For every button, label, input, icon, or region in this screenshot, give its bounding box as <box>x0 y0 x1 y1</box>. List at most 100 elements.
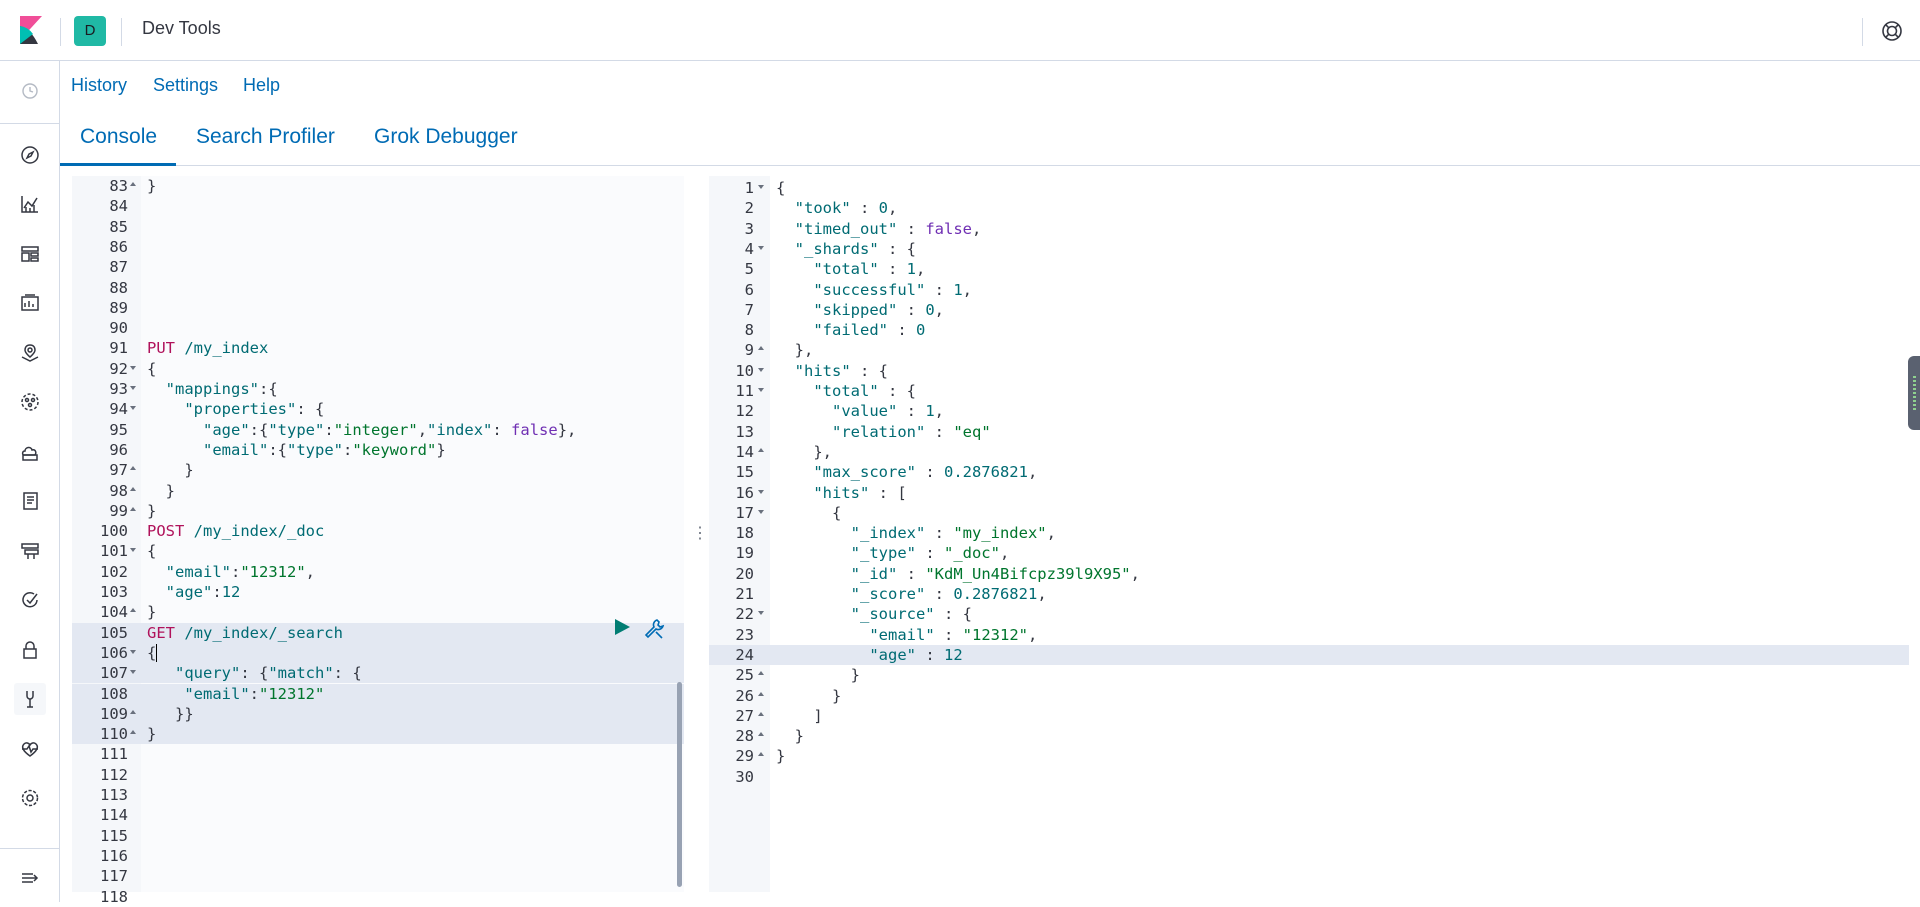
editor-scrollbar[interactable] <box>677 682 682 887</box>
response-line[interactable]: 13 "relation" : "eq" <box>709 422 1909 442</box>
fold-close-icon[interactable] <box>130 182 136 186</box>
request-line[interactable]: 94 "properties": { <box>72 399 684 419</box>
request-line[interactable]: 98 } <box>72 481 684 501</box>
response-line[interactable]: 16 "hits" : [ <box>709 483 1909 503</box>
logs-icon[interactable] <box>14 485 46 517</box>
fold-close-icon[interactable] <box>130 730 136 735</box>
apm-icon[interactable] <box>14 535 46 567</box>
response-line[interactable]: 7 "skipped" : 0, <box>709 300 1909 320</box>
collapse-menu-icon[interactable] <box>14 862 46 894</box>
request-line[interactable]: 106{ <box>72 642 684 663</box>
request-line[interactable]: 108 "email":"12312" <box>72 683 684 704</box>
fold-open-icon[interactable] <box>130 406 136 411</box>
response-line[interactable]: 28 } <box>709 726 1909 746</box>
response-line[interactable]: 11 "total" : { <box>709 381 1909 401</box>
response-output[interactable]: 1{2 "took" : 0,3 "timed_out" : false,4 "… <box>709 176 1909 892</box>
request-line[interactable]: 89 <box>72 298 684 318</box>
fold-close-icon[interactable] <box>758 447 764 452</box>
response-line[interactable]: 27 ] <box>709 706 1909 726</box>
discover-icon[interactable] <box>14 139 46 171</box>
response-line[interactable]: 30 <box>709 767 1909 787</box>
fold-close-icon[interactable] <box>130 709 136 714</box>
request-line[interactable]: 85 <box>72 217 684 237</box>
request-line[interactable]: 101{ <box>72 541 684 561</box>
fold-open-icon[interactable] <box>758 388 764 392</box>
fold-open-icon[interactable] <box>130 670 136 675</box>
request-line[interactable]: 112 <box>72 765 684 785</box>
request-line[interactable]: 99} <box>72 501 684 521</box>
management-icon[interactable] <box>14 782 46 814</box>
request-line[interactable]: 87 <box>72 257 684 277</box>
request-line[interactable]: 111 <box>72 744 684 764</box>
request-line[interactable]: 83} <box>72 176 684 196</box>
response-line[interactable]: 17 { <box>709 503 1909 523</box>
panel-resizer-handle[interactable]: ⋮ <box>692 525 708 542</box>
monitoring-icon[interactable] <box>14 733 46 765</box>
fold-close-icon[interactable] <box>758 346 764 351</box>
fold-close-icon[interactable] <box>758 711 764 716</box>
request-line[interactable]: 117 <box>72 866 684 886</box>
fold-close-icon[interactable] <box>758 691 764 696</box>
request-line[interactable]: 97 } <box>72 460 684 480</box>
request-line[interactable]: 84 <box>72 196 684 216</box>
settings-link[interactable]: Settings <box>153 75 219 95</box>
response-line[interactable]: 1{ <box>709 178 1909 198</box>
dev-tools-icon[interactable] <box>14 683 46 715</box>
response-line[interactable]: 3 "timed_out" : false, <box>709 219 1909 239</box>
response-line[interactable]: 5 "total" : 1, <box>709 259 1909 279</box>
response-line[interactable]: 25 } <box>709 665 1909 685</box>
request-line[interactable]: 86 <box>72 237 684 257</box>
tab-console[interactable]: Console <box>80 125 158 148</box>
response-line[interactable]: 4 "_shards" : { <box>709 239 1909 259</box>
request-line[interactable]: 92{ <box>72 359 684 379</box>
machine-learning-icon[interactable] <box>14 386 46 418</box>
canvas-icon[interactable] <box>14 287 46 319</box>
request-actions-wrench-icon[interactable] <box>643 617 665 639</box>
request-line[interactable]: 103 "age":12 <box>72 582 684 602</box>
fold-close-icon[interactable] <box>758 752 764 757</box>
side-widget-tab[interactable] <box>1908 356 1920 430</box>
fold-close-icon[interactable] <box>130 486 136 491</box>
fold-open-icon[interactable] <box>758 367 764 372</box>
response-line[interactable]: 21 "_score" : 0.2876821, <box>709 584 1909 604</box>
help-link[interactable]: Help <box>243 75 281 95</box>
kibana-logo-icon[interactable] <box>14 14 46 46</box>
response-line[interactable]: 23 "email" : "12312", <box>709 625 1909 645</box>
response-line[interactable]: 26 } <box>709 686 1909 706</box>
response-line[interactable]: 2 "took" : 0, <box>709 198 1909 218</box>
response-line[interactable]: 19 "_type" : "_doc", <box>709 543 1909 563</box>
send-request-icon[interactable] <box>612 617 632 637</box>
tab-grok-debugger[interactable]: Grok Debugger <box>374 125 518 148</box>
request-line[interactable]: 114 <box>72 805 684 825</box>
response-line[interactable]: 29} <box>709 746 1909 766</box>
help-icon[interactable] <box>1878 17 1906 45</box>
request-line[interactable]: 90 <box>72 318 684 338</box>
tab-search-profiler[interactable]: Search Profiler <box>196 125 335 148</box>
response-line[interactable]: 8 "failed" : 0 <box>709 320 1909 340</box>
request-line[interactable]: 107 "query": {"match": { <box>72 663 684 684</box>
fold-open-icon[interactable] <box>758 245 764 250</box>
fold-close-icon[interactable] <box>758 732 764 737</box>
request-line[interactable]: 88 <box>72 278 684 298</box>
request-line[interactable]: 104} <box>72 602 684 622</box>
response-line[interactable]: 12 "value" : 1, <box>709 401 1909 421</box>
uptime-icon[interactable] <box>14 584 46 616</box>
fold-open-icon[interactable] <box>758 185 764 189</box>
history-link[interactable]: History <box>71 75 128 95</box>
response-line[interactable]: 22 "_source" : { <box>709 604 1909 624</box>
request-line[interactable]: 115 <box>72 826 684 846</box>
fold-open-icon[interactable] <box>130 386 136 390</box>
response-line[interactable]: 10 "hits" : { <box>709 361 1909 381</box>
response-line[interactable]: 9 }, <box>709 340 1909 360</box>
request-line[interactable]: 110} <box>72 724 684 745</box>
request-line[interactable]: 116 <box>72 846 684 866</box>
dashboard-icon[interactable] <box>14 238 46 270</box>
fold-close-icon[interactable] <box>130 466 136 471</box>
fold-open-icon[interactable] <box>130 365 136 370</box>
response-line[interactable]: 18 "_index" : "my_index", <box>709 523 1909 543</box>
fold-open-icon[interactable] <box>130 649 136 654</box>
request-line[interactable]: 93 "mappings":{ <box>72 379 684 399</box>
